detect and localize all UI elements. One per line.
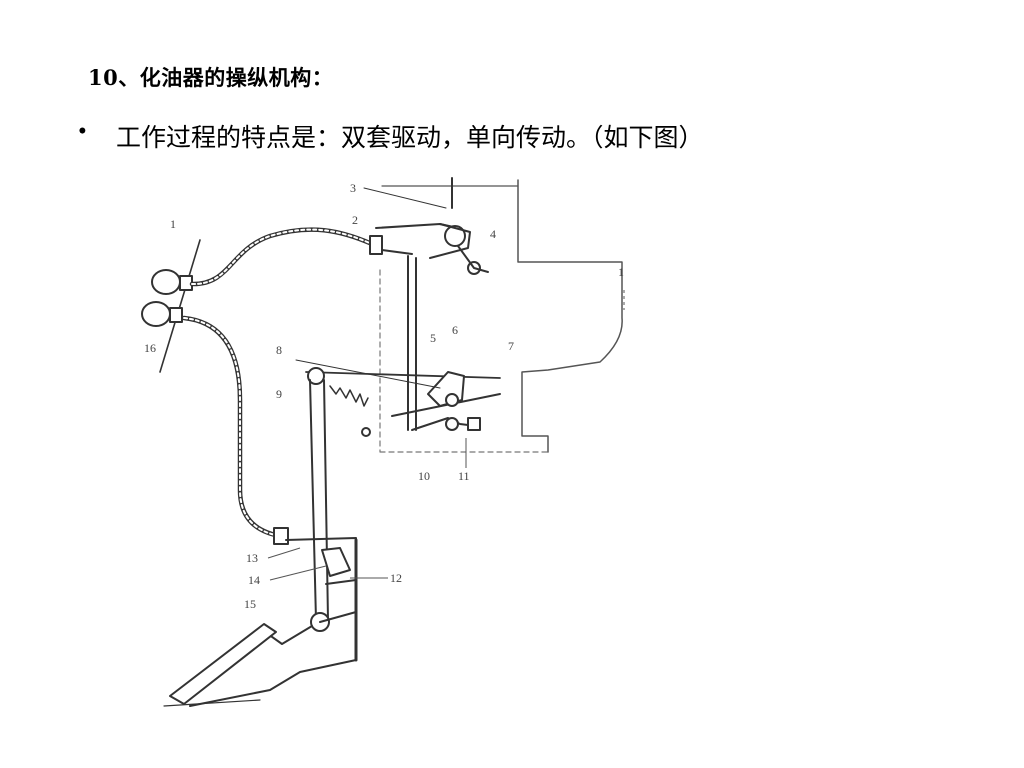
label-1-right: 1: [618, 265, 624, 279]
label-6: 6: [452, 323, 458, 337]
label-11: 11: [458, 469, 470, 483]
main-vertical-rod: [309, 379, 329, 621]
label-16: 16: [144, 341, 156, 355]
pedal-support: [189, 611, 357, 707]
cable-clamp-lower: [273, 527, 289, 545]
lever-10-11: [411, 417, 477, 431]
spring-anchor: [361, 427, 371, 437]
accelerator-pedal: [169, 623, 277, 705]
label-10: 10: [418, 469, 430, 483]
hand-knob-bottom: [141, 301, 171, 327]
clamp-11: [467, 417, 481, 431]
leader-14: [269, 565, 327, 581]
pivot-9: [307, 367, 325, 385]
label-3: 3: [350, 181, 356, 195]
lever-3: [429, 223, 471, 259]
label-1: 1: [170, 217, 176, 231]
pedal-arm: [267, 625, 313, 645]
bullet-dot: •: [78, 118, 87, 145]
leader-3: [363, 187, 447, 209]
pivot-11: [445, 417, 459, 431]
label-2: 2: [352, 213, 358, 227]
lever-4: [457, 245, 489, 273]
label-9: 9: [276, 387, 282, 401]
bullet-text: 工作过程的特点是：双套驱动，单向传动。（如下图）: [116, 123, 704, 152]
carburetor-body: [517, 179, 623, 453]
leader-13: [267, 547, 301, 559]
panel-left: [159, 239, 201, 373]
spring-9: [329, 385, 369, 407]
label-13: 13: [246, 551, 258, 565]
rod-7: [391, 393, 501, 417]
label-4: 4: [490, 227, 496, 241]
label-14: 14: [248, 573, 260, 587]
pivot-top: [444, 225, 466, 247]
hand-knob-top: [151, 269, 181, 295]
dashed-axis: [379, 269, 549, 453]
cable-clamp-upper: [369, 235, 383, 255]
label-15: 15: [244, 597, 256, 611]
upper-cable: [189, 227, 375, 287]
lever-14: [321, 547, 351, 577]
label-7: 7: [508, 339, 514, 353]
label-8: 8: [276, 343, 282, 357]
vertical-rod-5: [407, 255, 417, 431]
pivot-6: [445, 393, 459, 407]
leader-8: [295, 359, 441, 389]
bullet-item: • 工作过程的特点是：双套驱动，单向传动。（如下图）: [78, 118, 704, 154]
long-rod-8: [305, 371, 501, 379]
knob-collar-bottom: [169, 307, 183, 323]
label-5: 5: [430, 331, 436, 345]
floor-line: [163, 699, 261, 707]
label-12: 12: [390, 571, 402, 585]
slide-title: 10、化油器的操纵机构：: [88, 65, 334, 90]
